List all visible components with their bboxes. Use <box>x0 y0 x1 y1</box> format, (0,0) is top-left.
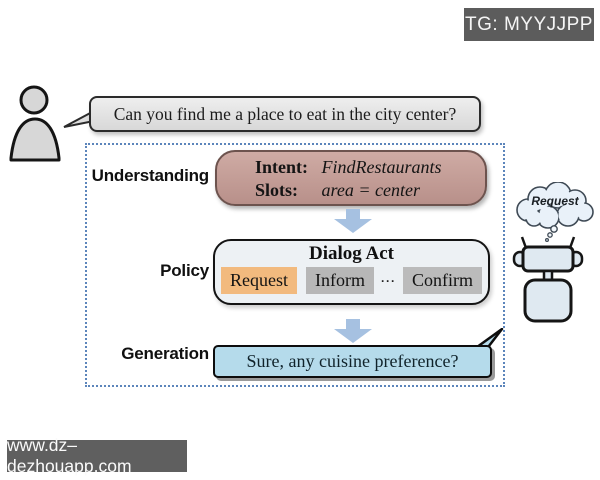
intent-label: Intent: <box>255 157 308 177</box>
user-bubble-tail <box>63 109 94 128</box>
stage-label-generation: Generation <box>121 344 209 363</box>
system-utterance-text: Sure, any cuisine preference? <box>246 351 459 371</box>
stage-label-policy: Policy <box>160 261 209 280</box>
site-watermark: www.dz–dezhouapp.com <box>7 435 187 476</box>
intent-row: Intent: FindRestaurants <box>255 156 485 179</box>
slots-row: Slots: area = center <box>255 179 485 202</box>
down-arrow-icon <box>334 209 372 233</box>
dialog-act-box: Dialog Act Request Inform ··· Confirm <box>213 239 490 305</box>
dialog-act-options: Request Inform ··· Confirm <box>215 267 488 294</box>
understanding-result-box: Intent: FindRestaurants Slots: area = ce… <box>215 150 487 206</box>
act-chip-request: Request <box>221 267 297 294</box>
ellipsis-dots: ··· <box>380 273 396 288</box>
robot-icon <box>512 236 584 323</box>
slots-value: area = center <box>321 180 420 200</box>
slots-label: Slots: <box>255 180 299 200</box>
robot-thought-text: Request <box>531 194 579 208</box>
down-arrow-icon <box>334 319 372 343</box>
user-person-icon <box>9 85 61 162</box>
system-boundary-box <box>85 143 505 387</box>
act-chip-inform: Inform <box>306 267 374 294</box>
user-utterance-bubble: Can you find me a place to eat in the ci… <box>89 96 481 132</box>
thought-cloud-icon <box>516 182 594 242</box>
system-utterance-bubble: Sure, any cuisine preference? <box>213 345 492 378</box>
user-utterance-text: Can you find me a place to eat in the ci… <box>113 103 457 124</box>
telegram-badge: TG: MYYJJPP <box>464 8 594 41</box>
stage-label-understanding: Understanding <box>91 166 210 185</box>
intent-value: FindRestaurants <box>321 157 442 177</box>
act-chip-confirm: Confirm <box>402 267 482 294</box>
dialog-act-title: Dialog Act <box>309 243 394 264</box>
